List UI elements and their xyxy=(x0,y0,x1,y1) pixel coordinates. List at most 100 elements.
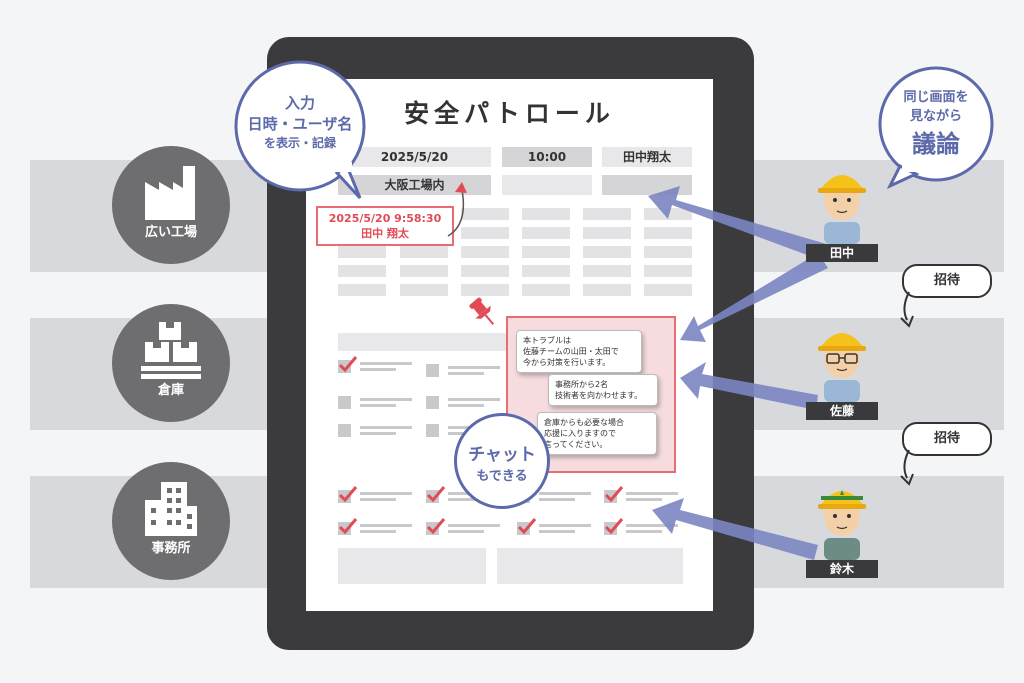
checkbox-icon[interactable] xyxy=(426,360,446,382)
table-cell[interactable] xyxy=(644,284,692,296)
checkbox-icon[interactable] xyxy=(426,420,446,442)
invite-badge: 招待 xyxy=(902,422,992,456)
location-label: 広い工場 xyxy=(144,225,197,240)
table-cell[interactable] xyxy=(338,265,386,277)
placeholder-line xyxy=(448,530,484,533)
chat-message: 事務所から2名 技術者を向かわせます。 xyxy=(548,374,658,406)
table-cell[interactable] xyxy=(644,246,692,258)
placeholder-line xyxy=(539,524,591,527)
checkbox-checked-icon[interactable] xyxy=(604,486,624,508)
user-field[interactable]: 田中翔太 xyxy=(602,147,692,167)
placeholder-line xyxy=(360,492,412,495)
table-cell[interactable] xyxy=(522,265,570,277)
input-stamp: 2025/5/20 9:58:30 田中 翔太 xyxy=(316,206,454,246)
placeholder-line xyxy=(360,362,412,365)
curved-arrow-icon xyxy=(447,182,467,237)
placeholder-line xyxy=(626,492,678,495)
placeholder-line xyxy=(539,530,575,533)
checkbox-icon[interactable] xyxy=(426,392,446,414)
placeholder-line xyxy=(360,404,396,407)
placeholder-line xyxy=(448,398,500,401)
checkbox-checked-icon[interactable] xyxy=(338,518,358,540)
empty-field[interactable] xyxy=(502,175,592,195)
placeholder-line xyxy=(448,366,500,369)
table-cell[interactable] xyxy=(338,284,386,296)
table-cell[interactable] xyxy=(461,208,509,220)
checkbox-checked-icon[interactable] xyxy=(338,356,358,378)
location-label: 倉庫 xyxy=(157,383,184,398)
placeholder-line xyxy=(626,498,662,501)
checkbox-icon[interactable] xyxy=(338,392,358,414)
checkbox-checked-icon[interactable] xyxy=(426,486,446,508)
table-cell[interactable] xyxy=(522,246,570,258)
person-avatar: 鈴木 xyxy=(806,482,878,578)
table-cell[interactable] xyxy=(583,227,631,239)
table-cell[interactable] xyxy=(461,246,509,258)
placeholder-line xyxy=(360,426,412,429)
callout-text: 入力 xyxy=(284,94,315,112)
table-cell[interactable] xyxy=(583,284,631,296)
chat-message: 本トラブルは 佐藤チームの山田・太田で 今から対策を行います。 xyxy=(516,330,642,373)
discuss-callout-bubble xyxy=(878,66,994,190)
checkbox-checked-icon[interactable] xyxy=(338,486,358,508)
checkbox-checked-icon[interactable] xyxy=(517,518,537,540)
invite-curve-icon xyxy=(900,291,914,328)
table-cell[interactable] xyxy=(644,227,692,239)
memo-field[interactable] xyxy=(338,548,486,584)
input-callout-bubble xyxy=(234,60,366,200)
location-office: 事務所 xyxy=(112,462,230,580)
placeholder-line xyxy=(626,530,662,533)
worker-avatar-icon xyxy=(818,333,866,402)
table-cell[interactable] xyxy=(522,227,570,239)
placeholder-line xyxy=(448,524,500,527)
office-building-icon xyxy=(145,482,197,536)
person-name: 鈴木 xyxy=(806,560,878,578)
callout-text: 議論 xyxy=(912,130,960,158)
location-factory: 広い工場 xyxy=(112,146,230,264)
table-cell[interactable] xyxy=(461,227,509,239)
location-warehouse: 倉庫 xyxy=(112,304,230,422)
callout-text: 日時・ユーザ名 xyxy=(247,115,353,133)
table-cell[interactable] xyxy=(583,208,631,220)
section-header xyxy=(338,333,508,351)
location-field[interactable]: 大阪工場内 xyxy=(338,175,491,195)
table-cell[interactable] xyxy=(400,246,448,258)
callout-text: 同じ画面を xyxy=(903,90,969,105)
callout-text: を表示・記録 xyxy=(263,136,336,150)
placeholder-line xyxy=(360,530,396,533)
placeholder-line xyxy=(360,498,396,501)
person-avatar: 田中 xyxy=(806,166,878,262)
table-cell[interactable] xyxy=(522,284,570,296)
table-cell[interactable] xyxy=(583,265,631,277)
table-cell[interactable] xyxy=(583,246,631,258)
callout-text: もできる xyxy=(476,469,528,484)
chat-message: 倉庫からも必要な場合 応援に入りますので 言ってください。 xyxy=(537,412,657,455)
table-cell[interactable] xyxy=(338,246,386,258)
person-name: 田中 xyxy=(806,244,878,262)
checkbox-checked-icon[interactable] xyxy=(426,518,446,540)
invite-curve-icon xyxy=(900,449,914,486)
time-field[interactable]: 10:00 xyxy=(502,147,592,167)
table-cell[interactable] xyxy=(400,265,448,277)
checkbox-icon[interactable] xyxy=(338,420,358,442)
table-cell[interactable] xyxy=(644,265,692,277)
person-avatar: 佐藤 xyxy=(806,324,878,420)
placeholder-line xyxy=(360,368,396,371)
date-field[interactable]: 2025/5/20 xyxy=(338,147,491,167)
table-cell[interactable] xyxy=(461,284,509,296)
factory-icon xyxy=(145,166,195,220)
worker-avatar-icon xyxy=(818,175,866,244)
memo-field[interactable] xyxy=(497,548,683,584)
table-cell[interactable] xyxy=(522,208,570,220)
checkbox-checked-icon[interactable] xyxy=(604,518,624,540)
placeholder-line xyxy=(360,398,412,401)
discuss-callout: 同じ画面を 見ながら 議論 xyxy=(876,86,996,159)
stamp-user: 田中 翔太 xyxy=(361,227,409,240)
table-cell[interactable] xyxy=(400,284,448,296)
placeholder-line xyxy=(360,524,412,527)
placeholder-line xyxy=(539,492,591,495)
table-cell[interactable] xyxy=(461,265,509,277)
invite-badge: 招待 xyxy=(902,264,992,298)
placeholder-line xyxy=(448,372,484,375)
